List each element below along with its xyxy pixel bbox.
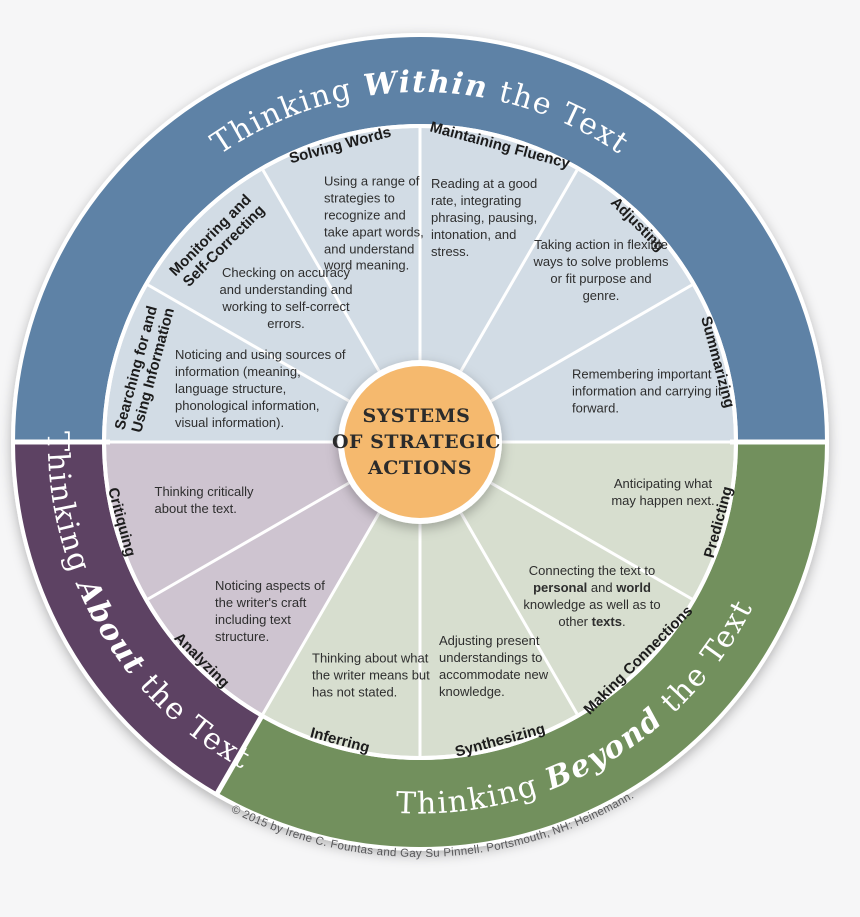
wedge-desc-maintaining-fluency: Reading at a good rate, integrating phra… <box>431 175 538 259</box>
wedge-critiquing <box>106 442 420 599</box>
wedge-desc-predicting: Anticipating what may happen next. <box>611 476 715 508</box>
ring-title-within-em: Within <box>362 65 491 106</box>
wedge-desc-searching: Noticing and using sources of informatio… <box>175 346 346 430</box>
wedge-synthesizing <box>420 442 577 756</box>
connections-desc-post: . <box>621 613 626 629</box>
wedge-desc-synthesizing: Adjusting present understandings to acco… <box>439 633 549 699</box>
separators <box>11 124 829 798</box>
wedge-desc-summarizing: Remembering important information and ca… <box>572 366 722 416</box>
wedge-desc-making-connections: Connecting the text to personal and worl… <box>523 563 661 631</box>
ring-thinking-within <box>15 37 825 443</box>
wedges <box>106 128 734 756</box>
center-title: SYSTEMS OF STRATEGIC ACTIONS <box>332 405 508 479</box>
connections-desc-bold-world: world <box>616 580 651 596</box>
wedge-solving-words <box>263 128 420 442</box>
wedge-predicting <box>420 442 734 599</box>
wedge-analyzing <box>148 442 420 714</box>
connections-desc-bold-texts: texts <box>591 613 622 629</box>
center-circle <box>344 366 496 518</box>
connections-desc-pre: Connecting the text to <box>528 563 656 579</box>
wedge-summarizing <box>420 285 734 442</box>
wedge-inferring <box>263 442 420 756</box>
wedge-desc-monitoring: Checking on accuracy and understanding a… <box>219 265 353 331</box>
wedge-desc-analyzing: Noticing aspects of the writer's craft i… <box>215 578 325 644</box>
connections-desc-bold-personal: personal <box>533 580 588 596</box>
wedge-maintaining-fluency <box>420 128 577 442</box>
wedge-desc-solving-words: Using a range of strategies to recognize… <box>324 173 424 273</box>
wedge-searching <box>106 285 420 442</box>
ring-thinking-beyond <box>217 441 825 847</box>
wedge-desc-critiquing: Thinking critically about the text. <box>154 484 254 516</box>
outer-rings <box>15 37 825 847</box>
ring-thinking-about <box>15 441 262 793</box>
wedge-making-connections <box>420 442 692 714</box>
connections-desc-mid2: knowledge as well as to other <box>523 597 661 629</box>
wedge-monitoring <box>148 170 420 442</box>
connections-desc-mid1: and <box>587 580 617 596</box>
wedge-adjusting <box>420 170 692 442</box>
wedge-desc-adjusting: Taking action in flexible ways to solve … <box>533 237 669 303</box>
wedge-desc-inferring: Thinking about what the writer means but… <box>312 650 430 700</box>
